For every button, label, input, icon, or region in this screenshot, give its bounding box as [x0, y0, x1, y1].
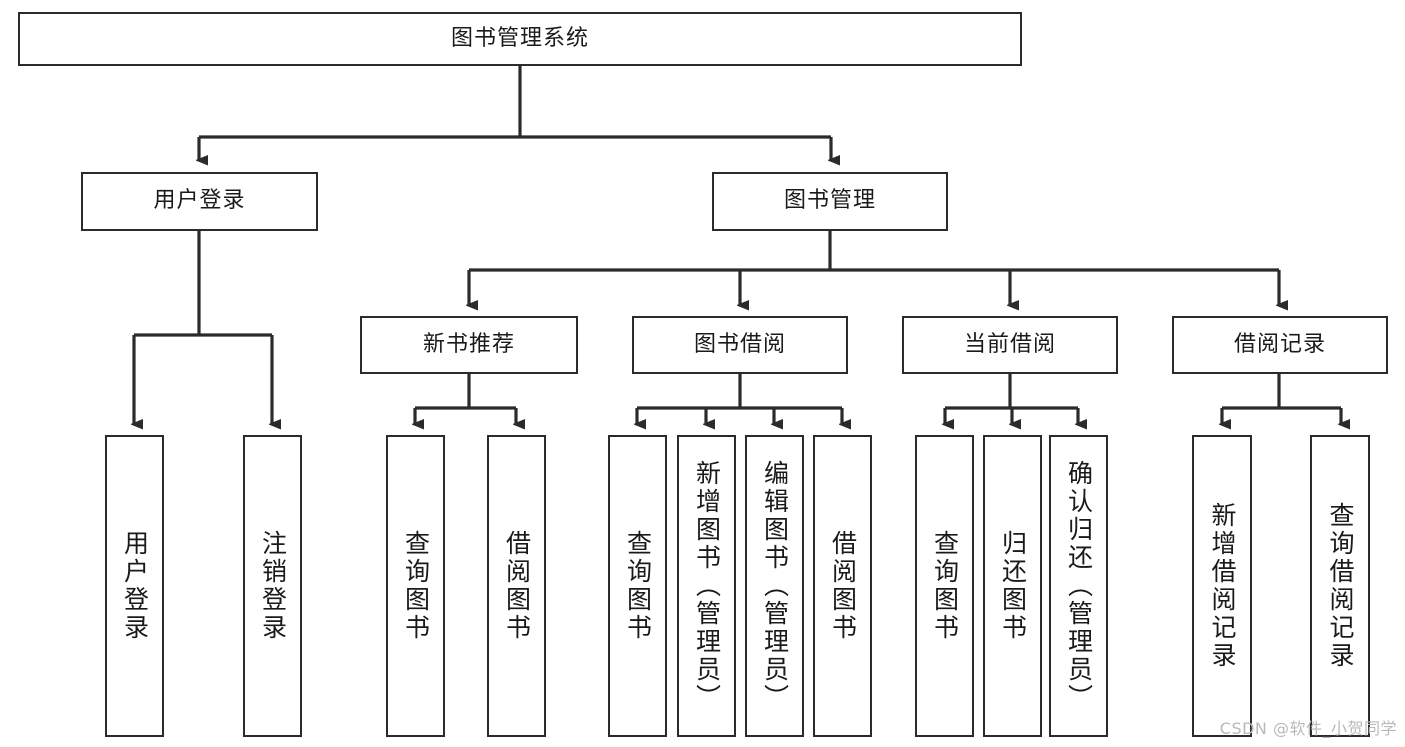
leaf-query-book-rec[interactable]: 查询图书	[386, 435, 445, 737]
node-borrow-record[interactable]: 借阅记录	[1172, 316, 1388, 374]
node-root-label: 图书管理系统	[450, 25, 589, 51]
leaf-return-book[interactable]: 归还图书	[983, 435, 1042, 737]
leaf-edit-book-admin[interactable]: 编辑图书（管理员）	[745, 435, 804, 737]
leaf-query-borrow-record-label: 查询借阅记录	[1326, 502, 1355, 670]
leaf-query-book-borrow[interactable]: 查询图书	[608, 435, 667, 737]
leaf-logout-label: 注销登录	[258, 530, 288, 642]
node-book-borrow[interactable]: 图书借阅	[632, 316, 848, 374]
leaf-confirm-return-admin-label: 确认归还（管理员）	[1064, 460, 1094, 712]
leaf-confirm-return-admin[interactable]: 确认归还（管理员）	[1049, 435, 1108, 737]
node-book-manage[interactable]: 图书管理	[712, 172, 948, 231]
leaf-query-book-rec-label: 查询图书	[401, 530, 431, 642]
node-current-borrow[interactable]: 当前借阅	[902, 316, 1118, 374]
node-book-manage-label: 图书管理	[783, 188, 876, 214]
leaf-add-borrow-record[interactable]: 新增借阅记录	[1192, 435, 1252, 737]
leaf-borrow-book-rec-label: 借阅图书	[502, 530, 532, 642]
node-root[interactable]: 图书管理系统	[18, 12, 1022, 66]
leaf-borrow-book-rec[interactable]: 借阅图书	[487, 435, 546, 737]
leaf-return-book-label: 归还图书	[998, 530, 1028, 642]
leaf-query-book-cur-label: 查询图书	[930, 530, 960, 642]
node-new-book-recommend[interactable]: 新书推荐	[360, 316, 578, 374]
node-user-login-label: 用户登录	[153, 188, 246, 214]
leaf-add-book-admin[interactable]: 新增图书（管理员）	[677, 435, 736, 737]
leaf-user-login-label: 用户登录	[120, 530, 150, 642]
leaf-borrow-book-label: 借阅图书	[828, 530, 858, 642]
leaf-logout[interactable]: 注销登录	[243, 435, 302, 737]
leaf-borrow-book[interactable]: 借阅图书	[813, 435, 872, 737]
leaf-query-book-cur[interactable]: 查询图书	[915, 435, 974, 737]
leaf-add-borrow-record-label: 新增借阅记录	[1208, 502, 1237, 670]
node-new-book-recommend-label: 新书推荐	[422, 331, 515, 357]
node-current-borrow-label: 当前借阅	[963, 331, 1056, 357]
leaf-query-book-borrow-label: 查询图书	[623, 530, 653, 642]
node-book-borrow-label: 图书借阅	[693, 331, 786, 357]
node-borrow-record-label: 借阅记录	[1233, 331, 1326, 357]
leaf-add-book-admin-label: 新增图书（管理员）	[692, 460, 722, 712]
leaf-edit-book-admin-label: 编辑图书（管理员）	[760, 460, 790, 712]
leaf-query-borrow-record[interactable]: 查询借阅记录	[1310, 435, 1370, 737]
csdn-watermark: CSDN @软件_小贺同学	[1219, 719, 1397, 738]
node-user-login[interactable]: 用户登录	[81, 172, 318, 231]
leaf-user-login[interactable]: 用户登录	[105, 435, 164, 737]
